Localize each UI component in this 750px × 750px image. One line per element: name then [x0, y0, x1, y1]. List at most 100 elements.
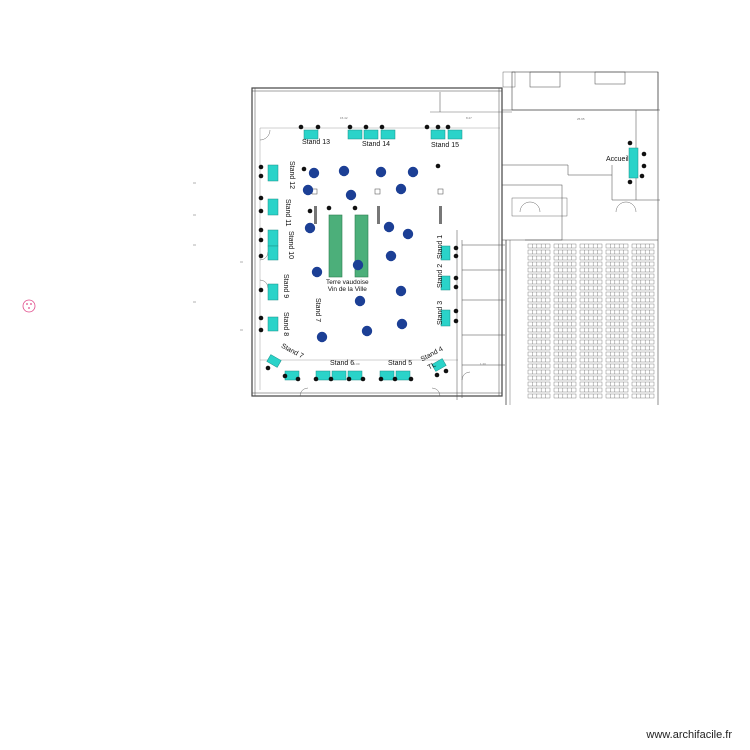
seat-row — [579, 381, 603, 387]
chair — [301, 166, 307, 172]
seat-row — [605, 363, 629, 369]
seat-row — [553, 333, 577, 339]
seat-row — [605, 267, 629, 273]
chair — [453, 275, 459, 281]
seat-row — [553, 339, 577, 345]
chair — [392, 376, 398, 382]
seat-row — [631, 381, 655, 387]
seat-row — [579, 285, 603, 291]
round-table — [383, 221, 395, 233]
seat-row — [527, 279, 551, 285]
seat-row — [553, 303, 577, 309]
chair — [258, 173, 264, 179]
seat-row — [527, 381, 551, 387]
seat-row — [553, 267, 577, 273]
seat-row — [553, 285, 577, 291]
seat-row — [631, 339, 655, 345]
seat-row — [631, 363, 655, 369]
chair — [326, 205, 332, 211]
round-table — [396, 318, 408, 330]
dimension-label: 22.00 — [352, 362, 360, 366]
seat-row — [579, 303, 603, 309]
seat-row — [631, 345, 655, 351]
seat-row — [605, 333, 629, 339]
seat-row — [631, 291, 655, 297]
dividers — [314, 206, 442, 224]
seat-row — [579, 279, 603, 285]
seat-row — [527, 345, 551, 351]
seat-row — [527, 243, 551, 249]
stand-counter — [347, 370, 363, 381]
seat-row — [579, 261, 603, 267]
chair — [307, 208, 313, 214]
seat-row — [579, 291, 603, 297]
seat-row — [605, 273, 629, 279]
round-table — [395, 285, 407, 297]
round-table — [302, 184, 314, 196]
auditorium-seating — [527, 243, 655, 399]
stand-counter — [430, 129, 446, 140]
stand-counter — [331, 370, 347, 381]
round-table — [311, 266, 323, 278]
dimension-label: 15.42 — [340, 116, 348, 120]
seat-row — [527, 327, 551, 333]
seat-row — [605, 321, 629, 327]
seat-row — [605, 255, 629, 261]
chair — [434, 372, 440, 378]
round-table — [385, 250, 397, 262]
round-table — [402, 228, 414, 240]
seat-row — [605, 315, 629, 321]
stand-14-label: Stand 14 — [362, 141, 391, 148]
seat-row — [553, 351, 577, 357]
stand-6-label: Stand 6 — [330, 360, 355, 367]
seat-row — [631, 261, 655, 267]
chair — [641, 151, 647, 157]
round-tables — [302, 165, 419, 343]
seat-row — [605, 261, 629, 267]
seat-row — [527, 291, 551, 297]
seat-row — [553, 363, 577, 369]
seat-row — [605, 303, 629, 309]
seat-row — [579, 273, 603, 279]
chair — [313, 376, 319, 382]
seat-row — [553, 357, 577, 363]
chair — [347, 124, 353, 130]
round-table — [361, 325, 373, 337]
seat-row — [605, 345, 629, 351]
seat-row — [631, 393, 655, 399]
round-table — [345, 189, 357, 201]
chair — [282, 373, 288, 379]
round-table — [352, 259, 364, 271]
chair — [346, 376, 352, 382]
chair — [453, 245, 459, 251]
seat-row — [631, 303, 655, 309]
seat-row — [579, 309, 603, 315]
seat-row — [579, 369, 603, 375]
seat-row — [553, 375, 577, 381]
chair — [627, 140, 633, 146]
seat-row — [579, 387, 603, 393]
seat-row — [527, 261, 551, 267]
seat-row — [527, 387, 551, 393]
seat-row — [605, 387, 629, 393]
chair — [258, 237, 264, 243]
seat-row — [527, 315, 551, 321]
round-table — [308, 167, 320, 179]
chair — [360, 376, 366, 382]
seat-row — [631, 315, 655, 321]
chair — [445, 124, 451, 130]
dimension-label: 8.27 — [466, 116, 472, 120]
accueil-label: Accueil — [606, 156, 629, 163]
seat-row — [527, 363, 551, 369]
center-line-2: Vin de la Ville — [327, 286, 367, 294]
chair — [435, 163, 441, 169]
stand-counter — [431, 358, 447, 372]
seat-row — [631, 387, 655, 393]
seat-row — [579, 297, 603, 303]
chair — [258, 315, 264, 321]
stand-counter — [267, 283, 279, 301]
seat-row — [579, 315, 603, 321]
dimension-label: 1.20 — [480, 362, 486, 366]
seat-row — [605, 357, 629, 363]
seat-row — [631, 321, 655, 327]
